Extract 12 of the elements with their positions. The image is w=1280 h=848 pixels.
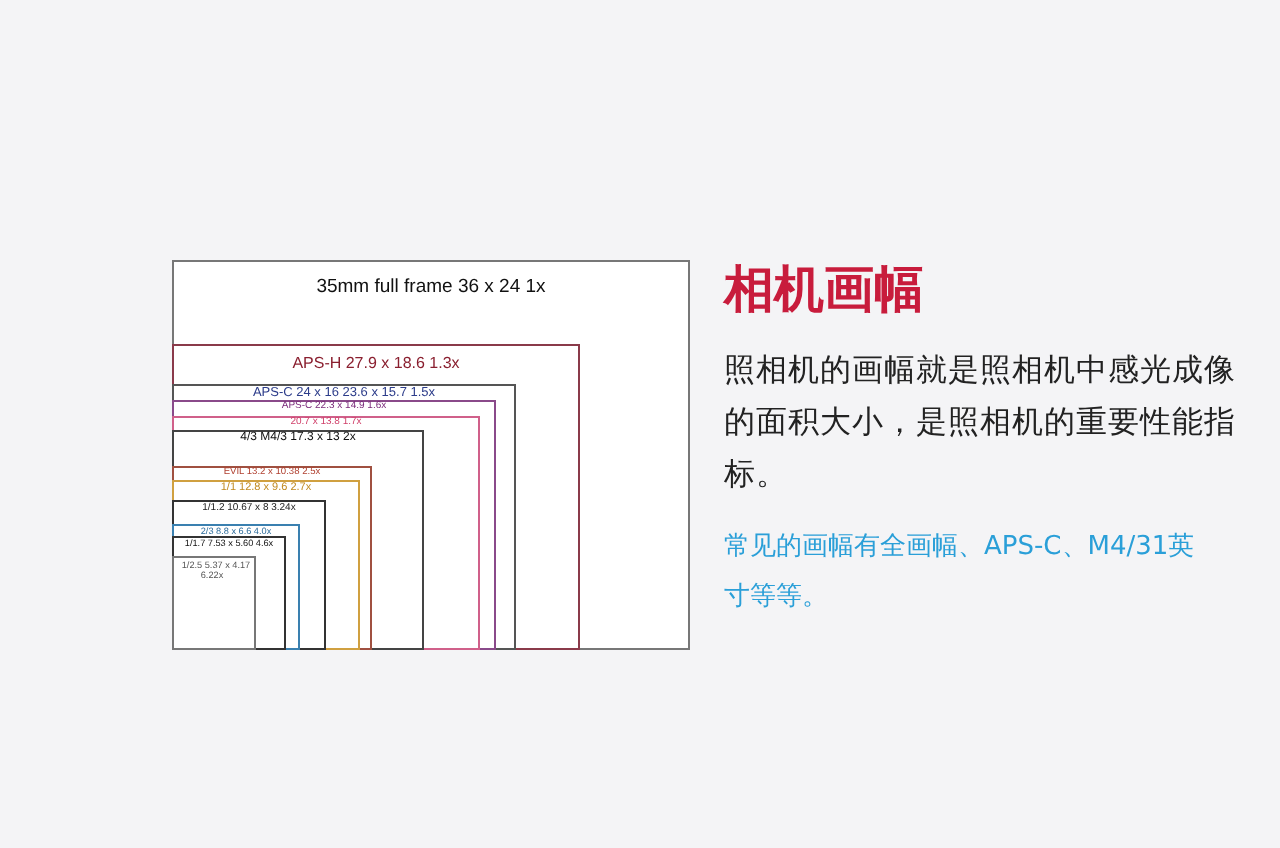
frame-label: 35mm full frame 36 x 24 1x (314, 276, 548, 298)
sensor-size-frame (172, 556, 256, 650)
sensor-size-frame (172, 430, 424, 650)
sensor-size-frame (172, 500, 326, 650)
description-text: 照相机的画幅就是照相机中感光成像的面积大小，是照相机的重要性能指标。 (724, 350, 1236, 496)
title: 相机画幅 (724, 258, 924, 322)
sensor-size-frame (172, 524, 300, 650)
sensor-size-frame (172, 536, 286, 650)
frame-label: APS-H 27.9 x 18.6 1.3x (290, 354, 462, 372)
sensor-size-frame (172, 260, 690, 650)
note-text: 常见的画幅有全画幅、APS-C、M4/31英寸等等。 (724, 530, 1197, 616)
sensor-size-frame (172, 344, 580, 650)
